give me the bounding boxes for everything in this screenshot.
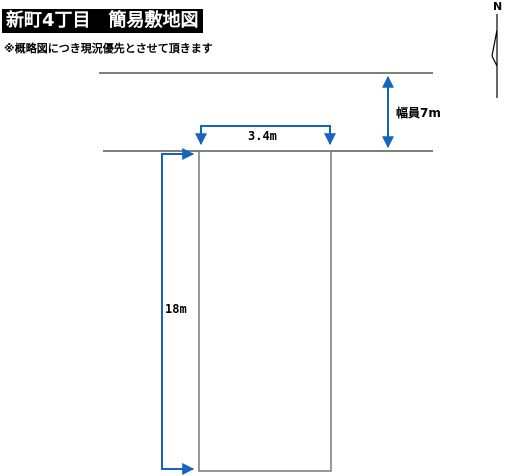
page-title: 新町4丁目 簡易敷地図 [2,9,203,33]
frontage-label: 3.4m [248,129,277,143]
north-arrow-icon [491,14,498,98]
north-label: N [493,0,503,13]
lot-outline [198,150,332,472]
depth-arrow-bracket [161,153,190,470]
disclaimer-note: ※概略図につき現況優先とさせて頂きます [4,42,213,55]
road-width-label: 幅員7m [396,106,441,120]
depth-label: 18m [165,302,187,316]
